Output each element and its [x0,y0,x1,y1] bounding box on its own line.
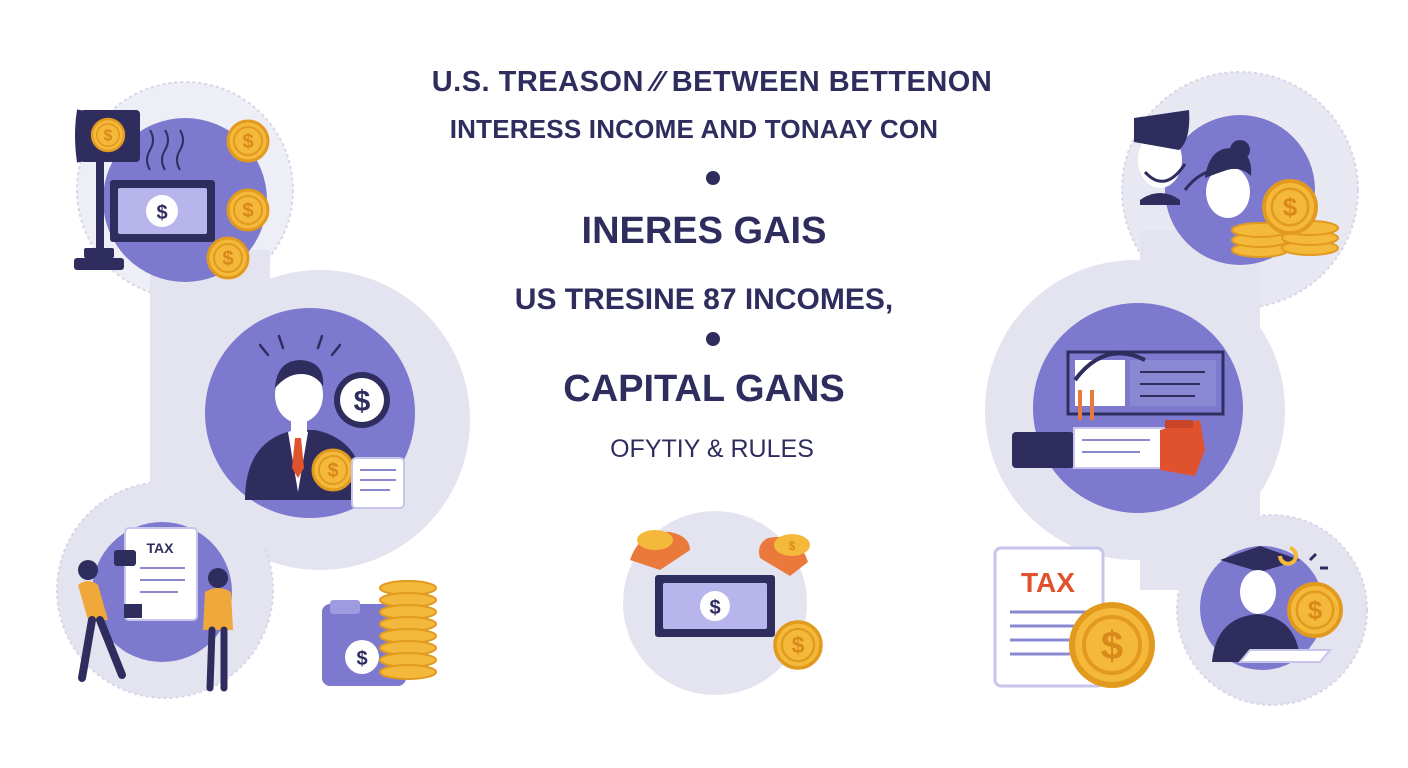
headline-line-6: OFYTIY & RULES [610,435,814,463]
banknote-center-illustration: $ $ [623,511,823,695]
tax-label-left: TAX [147,540,175,556]
documents-tool-illustration [1012,303,1243,513]
tax-document-people-illustration: TAX [78,522,233,692]
headline-line-2: INTERESS INCOME AND TONAAY CON [449,114,939,144]
svg-text:$: $ [354,385,371,418]
headline-line-5: CAPITAL GANS [563,368,845,410]
svg-text:$: $ [709,597,720,619]
headline-line-3: INERES GAIS [581,210,827,252]
bullet-dot-2 [706,332,720,346]
cash-coins-stack-illustration: $ [322,580,437,686]
support-agents-illustration [1134,110,1339,265]
headline-line-1: U.S. TREASON ⁄⁄ BETWEEN BETTENON [431,66,993,98]
banknote-flag-illustration: $ [74,109,270,282]
bullet-dot-1 [706,171,720,185]
svg-text:$: $ [789,539,796,553]
headline-line-4: US TRESINE 87 INCOMES, [514,283,894,316]
svg-text:$: $ [356,648,367,670]
graduate-laptop-illustration [1200,546,1343,670]
tax-label-right: TAX [1021,567,1075,598]
svg-text:$: $ [156,202,167,224]
tax-document-coin-illustration: TAX [993,546,1152,686]
businessman-illustration: $ [205,308,415,518]
